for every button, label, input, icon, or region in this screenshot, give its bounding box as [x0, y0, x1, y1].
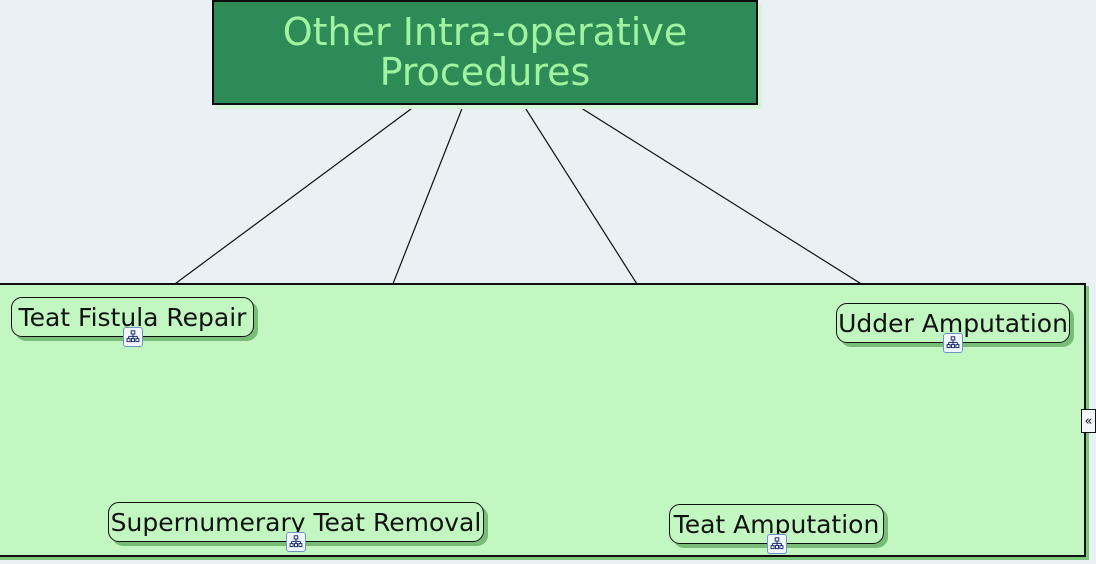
hierarchy-icon[interactable] — [766, 534, 787, 554]
node-label: Teat Amputation — [673, 509, 880, 539]
node-udder-amputation[interactable]: Udder Amputation — [836, 303, 1070, 353]
hierarchy-icon[interactable] — [122, 327, 143, 347]
node-supernumerary-teat-removal[interactable]: Supernumerary Teat Removal — [108, 502, 484, 552]
root-node[interactable]: Other Intra-operative Procedures — [212, 0, 758, 105]
node-teat-amputation[interactable]: Teat Amputation — [669, 504, 884, 554]
node-label: Supernumerary Teat Removal — [110, 507, 482, 537]
node-teat-fistula-repair[interactable]: Teat Fistula Repair — [11, 297, 254, 347]
chevron-double-left-icon[interactable]: « — [1081, 409, 1096, 433]
hierarchy-icon[interactable] — [286, 532, 306, 552]
hierarchy-icon[interactable] — [943, 333, 963, 353]
node-label: Teat Fistula Repair — [18, 302, 247, 332]
root-node-label: Other Intra-operative Procedures — [282, 10, 688, 94]
edge-root-to-teat-fistula-repair — [159, 105, 416, 296]
node-label: Udder Amputation — [838, 308, 1068, 338]
edge-root-to-udder-amputation — [577, 105, 891, 303]
